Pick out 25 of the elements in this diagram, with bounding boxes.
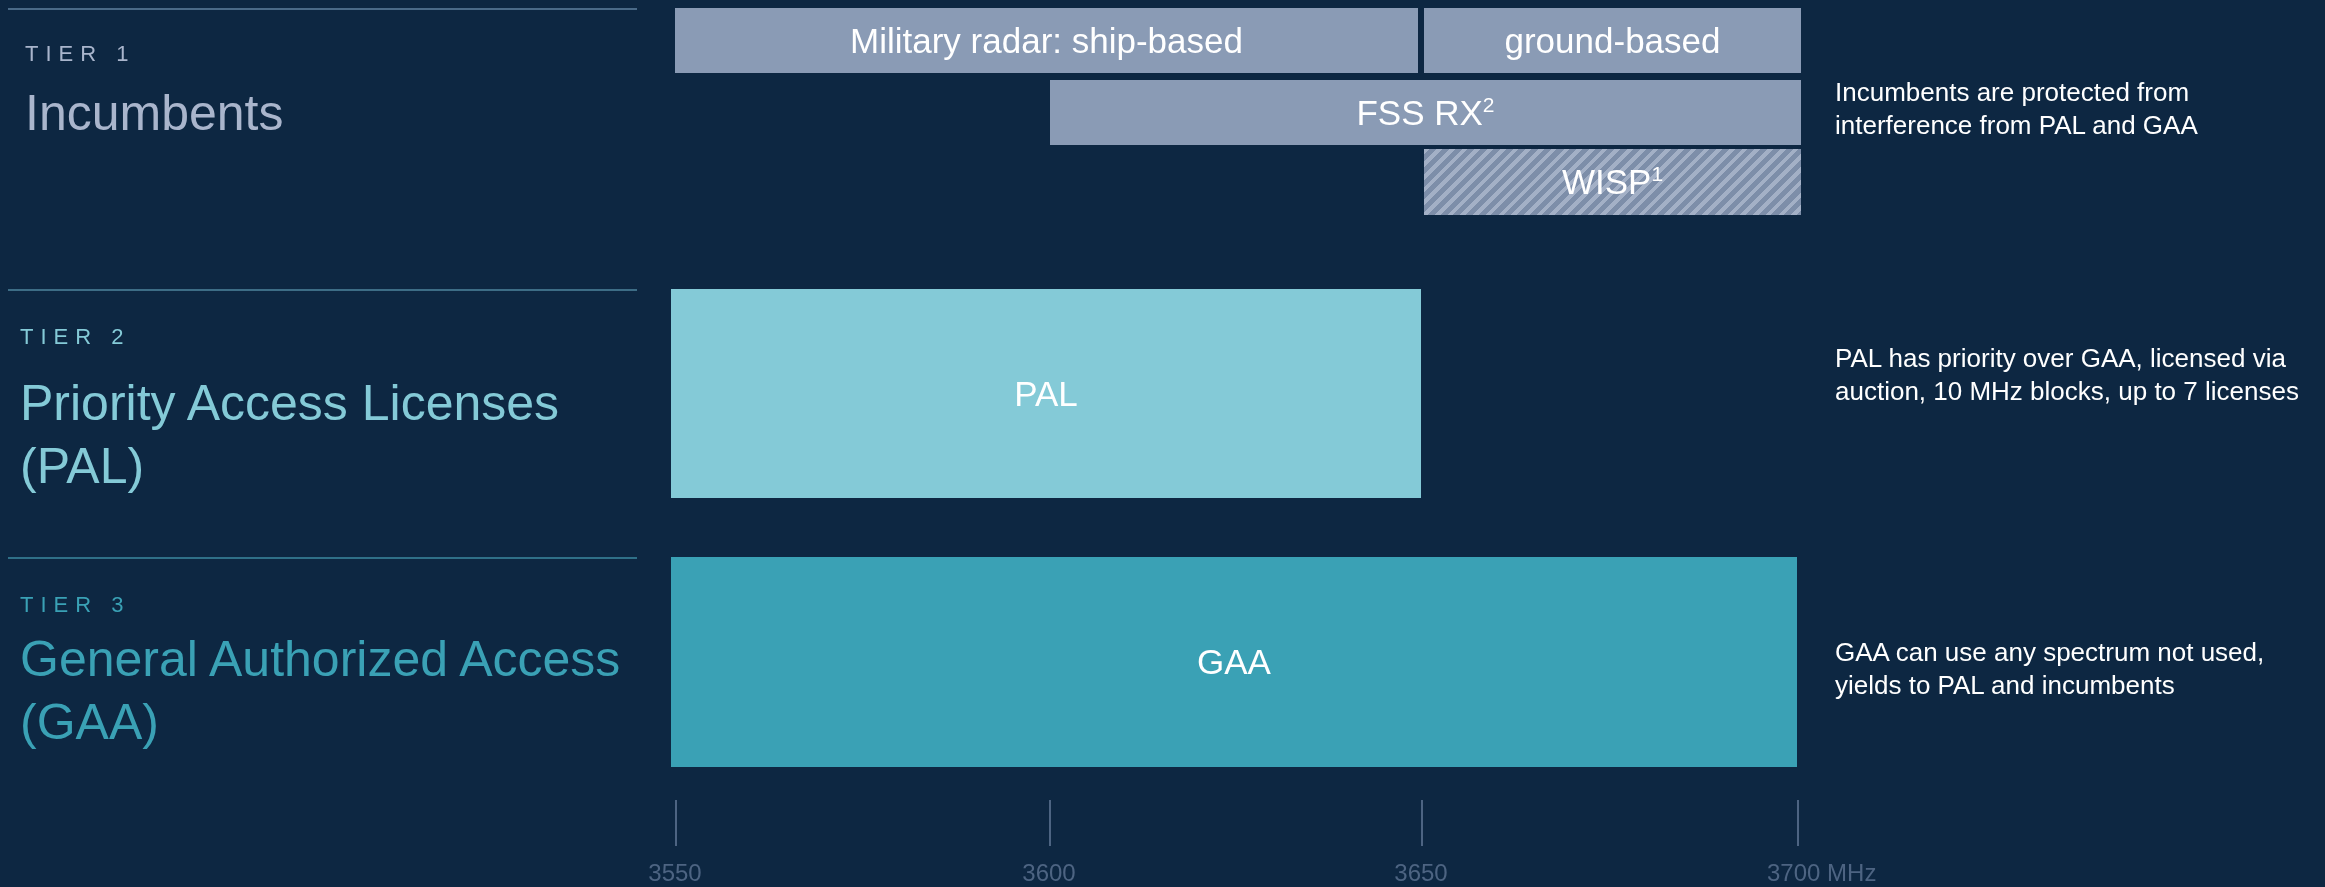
band-label: PAL (1014, 373, 1078, 414)
note-text: Incumbents are protected from interference from PAL and GAA (1835, 76, 2199, 141)
spectrum-band-bar (675, 8, 1418, 73)
band-label: GAA (1197, 642, 1271, 682)
band-label: ground-based (1504, 20, 1721, 61)
note-text: PAL has priority over GAA, licensed via auction, 10 MHz blocks, up to 7 licenses (1835, 342, 2300, 407)
band-label: FSS RX$^{2}$ (1356, 92, 1495, 133)
spectrum-band-bar (1050, 80, 1801, 145)
tier-heading: Priority Access Licenses (PAL) (20, 374, 561, 496)
band-label: WISP$^{1}$ (1561, 162, 1664, 202)
tier-label: TIER 3 (20, 591, 132, 619)
spectrum-band-bar (1424, 8, 1801, 73)
axis-tick-label: 3650 (1393, 858, 1449, 887)
tier-label: TIER 1 (25, 40, 137, 68)
spectrum-band-bar (671, 557, 1797, 767)
spectrum-band-bar (671, 289, 1421, 498)
axis-tick-label: 3600 (1021, 858, 1077, 887)
note-text: GAA can use any spectrum not used, yields to PAL and incumbents (1835, 636, 2266, 701)
axis-tick-label: 3700 MHz (1767, 858, 1878, 887)
tier-heading: General Authorized Access (GAA) (20, 630, 622, 752)
tier-heading: Incumbents (25, 84, 285, 143)
tier-label: TIER 2 (20, 323, 132, 351)
band-label: Military radar: ship-based (850, 20, 1243, 61)
axis-tick-label: 3550 (647, 858, 703, 887)
spectrum-band-bar (1424, 149, 1801, 215)
